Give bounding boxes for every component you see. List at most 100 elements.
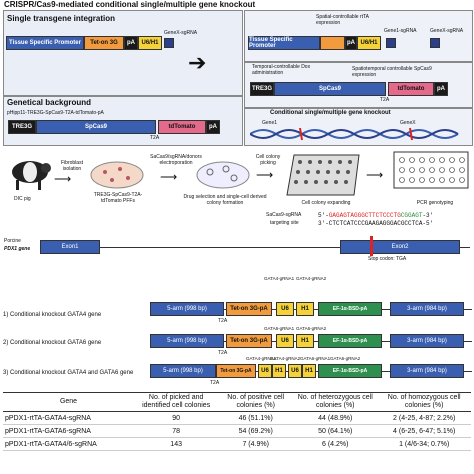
c2-t2a: T2A [218,350,228,356]
gene-label-1: Porcine [4,238,21,244]
cell-picked: 78 [134,424,219,438]
c3-grna-4: GATA6-gRNA2 [330,356,361,361]
c1-5arm: 5-arm (998 bp) [150,302,224,316]
c3-3arm: 3-arm (984 bp) [390,364,464,378]
drug-selection-label: Drug selection and single-cell derived c… [183,194,267,206]
sgrna-name: SaCas9-sgRNA [266,212,302,218]
cell-picked: 90 [134,411,219,425]
pcr-label: PCR genotyping [416,200,454,206]
arrow-3: ⟶ [256,168,274,182]
sgrna-block [164,38,174,48]
c1-h1: H1 [296,302,314,316]
c3-bsd: EF-1α-BSD-pA [318,364,382,378]
table-row: pPDX1-rtTA-GATA4-sgRNA 90 46 (51.1%) 44 … [3,411,471,425]
pcr-plate-icon [393,151,469,189]
c1-u6: U6 [276,302,294,316]
c2-h1: H1 [296,334,314,348]
construct-1-label: 1) Conditional knockout GATA4 gene [3,312,102,318]
cut-site-marker [370,236,373,256]
c2-3arm: 3-arm (984 bp) [390,334,464,348]
arrow-2: ⟶ [160,170,178,184]
genex-sgrna-label-right: GeneX-sgRNA [430,28,464,34]
t2a-label-gen: T2A [150,135,160,141]
tet-on-block: Tet-on 3G [84,36,124,50]
exon2-block: Exon2 [340,240,460,254]
c3-teton: Tet-on 3G-pA [216,364,256,378]
c2-bsd: EF-1α-BSD-pA [318,334,382,348]
c3-u6-b: U6 [288,364,302,378]
rtta-block [320,36,345,50]
header-positive: No. of positive cell colonies (%) [218,392,294,412]
seq-bottom: 3'-CTCTCATCCCGAAGAGGGACGCCTCA-5' [318,220,434,227]
temporal-label: Temporal-controllable Dox administration [252,64,311,76]
c3-5arm: 5-arm (998 bp) [150,364,216,378]
stop-codon-label: Stop codon: TGA [368,256,407,262]
tissue-promoter-block: Tissue Specific Promoter [6,36,84,50]
table-header-row: Gene No. of picked and identified cell c… [3,392,471,412]
c3-u6-a: U6 [258,364,272,378]
pig-icon [12,161,51,190]
right-tissue-promoter-block: Tissue Specific Promoter [248,36,320,50]
merge-arrow: ➔ [188,50,207,75]
c2-u6: U6 [276,334,294,348]
gen-pa-block: pA [206,120,220,134]
arrow-1: ⟶ [54,172,72,186]
figure-title: CRISPR/Cas9-mediated conditional single/… [4,0,256,9]
construct-2-label: 2) Conditional knockout GATA6 gene [3,340,102,346]
seq-top-prefix: 5'- [318,212,329,219]
c1-3arm: 3-arm (984 bp) [390,302,464,316]
cell-homozygous: 4 (6-25, 6-47; 5.1%) [377,424,471,438]
step-2-label: SaCas9/sgRNA/donors electroporation [150,154,202,166]
table-row: pPDX1-rtTA-GATA4/6-sgRNA 143 7 (4.9%) 6 … [3,437,471,451]
spcas9-block: SpCas9 [274,82,386,96]
sgrna-block-1 [386,38,396,48]
header-picked: No. of picked and identified cell coloni… [134,392,219,412]
ko-label: Conditional single/multiple gene knockou… [270,110,391,116]
spatial-label: Spatial-controllable rtTA expression [316,14,369,26]
dish-icon-1 [90,161,144,189]
seq-top-red: GAGAGTAGGGCTTCTCCCTG [328,212,401,219]
construct-3-label: 3) Conditional knockout GATA4 and GATA6 … [3,370,134,376]
pa-block: pA [124,36,138,50]
sgrna-block-2 [430,38,440,48]
seq-top-suffix: -3' [422,212,434,219]
results-table: Gene No. of picked and identified cell c… [3,392,471,451]
c2-grna-1: GATA6-gRNA1 [264,326,295,331]
cell-positive: 54 (69.2%) [218,424,294,438]
dic-pig-label: DIC pig [14,196,31,202]
cell-heterozygous: 50 (64.1%) [293,424,378,438]
header-homozygous: No. of homozygous cell colonies (%) [377,392,471,412]
dish-icon-2 [196,161,250,189]
c1-grna-2: GATA4-gRNA2 [296,276,327,281]
gene-label-2: PDX1 gene [4,246,31,252]
well-plate-icon [286,154,360,196]
cell-gene: pPDX1-rtTA-GATA6-sgRNA [3,424,135,438]
c3-grna-3: GATA6-gRNA1 [300,356,331,361]
genex-sgrna-label: GeneX-sgRNA [164,30,198,36]
dna-helix-icon [250,127,459,141]
cell-heterozygous: 44 (48.9%) [293,411,378,425]
pffs-label: TRE3G-SpCas9-T2A-tdTomato PFFs [93,192,143,204]
tdtomato-block: tdTomato [388,82,434,96]
c1-t2a: T2A [218,318,228,324]
cell-homozygous: 2 (4-25, 4-87; 2.2%) [377,411,471,425]
seq-top: 5'-GAGAGTAGGGCTTCTCCCTGCGGAGT-3' [318,212,433,219]
c1-teton: Tet-on 3G-pA [226,302,272,316]
gene1-sgrna-label: Gene1-sgRNA [384,28,417,34]
step-1-label: Fibroblast isolation [61,160,83,172]
c3-grna-1: GATA4-gRNA1 [246,356,277,361]
genetic-heading: Genetical background [7,98,92,107]
c3-grna-2: GATA4-gRNA2 [270,356,301,361]
u6h1-block: U6/H1 [138,36,162,50]
exon1-block: Exon1 [40,240,100,254]
c3-t2a: T2A [210,380,220,386]
gen-tre3g-block: TRE3G [8,120,36,134]
table-row: pPDX1-rtTA-GATA6-sgRNA 78 54 (69.2%) 50 … [3,424,471,438]
single-integration-panel [3,10,243,96]
knockout-panel [244,108,473,146]
right-u6h1-block: U6/H1 [357,36,381,50]
expanding-label: Cell colony expanding [301,200,351,206]
c3-h1-b: H1 [302,364,316,378]
right-pa-block: pA [345,36,357,50]
spatiotemporal-label: Spatiotemporal controllable SpCas9 expre… [352,66,432,78]
